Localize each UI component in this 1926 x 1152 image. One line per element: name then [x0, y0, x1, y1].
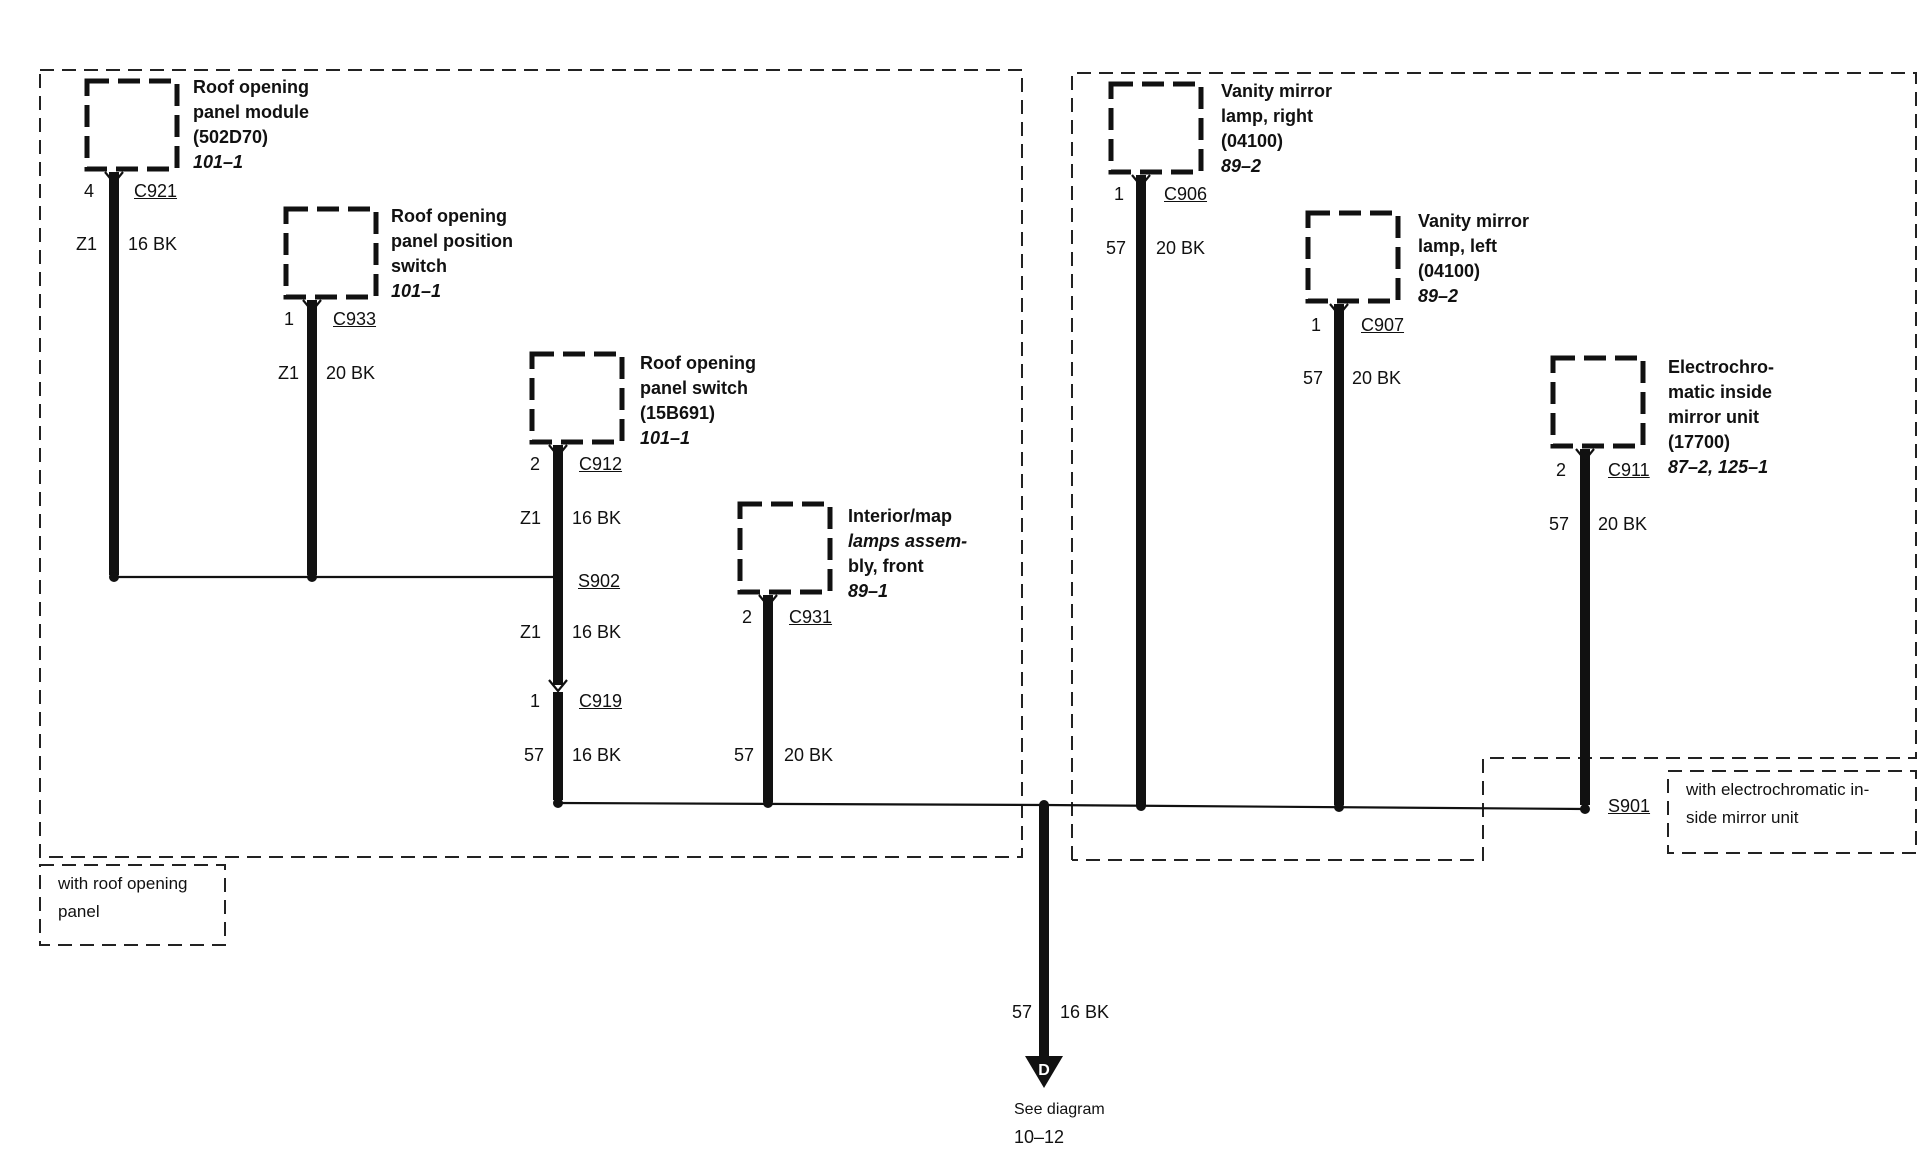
pin-c931: 2	[742, 607, 753, 627]
overhead-region	[1071, 72, 1917, 861]
junction-c919	[553, 798, 563, 808]
roof-module-label: Roof opening panel module (502D70) 101–1	[193, 77, 310, 172]
junction-c906	[1136, 801, 1146, 811]
gauge-s902-c919: 16 BK	[572, 622, 622, 642]
junction-c907	[1334, 802, 1344, 812]
see-diagram-label: See diagram	[1014, 1101, 1105, 1118]
interior-map-lamps-box	[737, 501, 833, 595]
electrochromic-mirror-box	[1550, 355, 1646, 449]
terminal-c933	[302, 299, 322, 313]
roof-position-switch-label: Roof opening panel position switch 101–1	[391, 206, 514, 301]
roof-switch-label: Roof opening panel switch (15B691) 101–1	[640, 353, 756, 448]
roof-switch-box	[529, 351, 625, 445]
circuit-c931: 57	[734, 745, 755, 765]
pin-c921: 4	[84, 181, 95, 201]
circuit-ground: 57	[1012, 1002, 1033, 1022]
junction-z1-left	[109, 572, 119, 582]
roof-opening-note-box	[39, 864, 226, 946]
circuit-c919: 57	[524, 745, 545, 765]
circuit-c907: 57	[1303, 368, 1324, 388]
ground-bus-left	[557, 801, 1045, 807]
roof-opening-region	[39, 69, 1023, 858]
pin-c933: 1	[284, 309, 295, 329]
electrochromic-note-box	[1667, 770, 1917, 854]
roof-opening-note: with roof opening panel	[58, 874, 188, 921]
pin-c907: 1	[1311, 315, 1322, 335]
pin-c906: 1	[1114, 184, 1125, 204]
splice-s902	[553, 572, 563, 582]
pin-c919: 1	[530, 691, 541, 711]
circuit-c911: 57	[1549, 514, 1570, 534]
gauge-c921: 16 BK	[128, 234, 178, 254]
roof-module-box	[84, 78, 180, 172]
junction-z1-mid	[307, 572, 317, 582]
pin-c912: 2	[530, 454, 541, 474]
vanity-right-box	[1108, 81, 1204, 175]
see-diagram-page: 10–12	[1014, 1127, 1065, 1147]
connector-c919: C919	[579, 691, 623, 711]
vanity-left-box	[1305, 210, 1401, 304]
gauge-c912: 16 BK	[572, 508, 622, 528]
gauge-c931: 20 BK	[784, 745, 834, 765]
circuit-s902-c919: Z1	[520, 622, 542, 642]
terminal-c931	[758, 594, 778, 608]
connector-c933: C933	[333, 309, 377, 329]
splice-s902-label: S902	[578, 571, 621, 591]
terminal-c911	[1575, 448, 1595, 462]
roof-position-switch-box	[283, 206, 379, 300]
pin-c911: 2	[1556, 460, 1567, 480]
splice-s901-label: S901	[1608, 796, 1651, 816]
gauge-c933: 20 BK	[326, 363, 376, 383]
terminal-c906	[1131, 174, 1151, 188]
connector-c906: C906	[1164, 184, 1208, 204]
gauge-c919: 16 BK	[572, 745, 622, 765]
gauge-c907: 20 BK	[1352, 368, 1402, 388]
vanity-left-label: Vanity mirror lamp, left (04100) 89–2	[1418, 211, 1530, 306]
connector-c907: C907	[1361, 315, 1405, 335]
electrochromic-mirror-label: Electrochro- matic inside mirror unit (1…	[1668, 357, 1775, 477]
circuit-c912: Z1	[520, 508, 542, 528]
vanity-right-label: Vanity mirror lamp, right (04100) 89–2	[1221, 81, 1333, 176]
splice-s901	[1580, 804, 1590, 814]
connector-c912: C912	[579, 454, 623, 474]
terminal-c907	[1329, 303, 1349, 317]
circuit-c921: Z1	[76, 234, 98, 254]
interior-map-lamps-label: Interior/map lamps assem- bly, front 89–…	[848, 506, 968, 601]
ground-arrow-letter: D	[1038, 1062, 1050, 1079]
gauge-c906: 20 BK	[1156, 238, 1206, 258]
junction-c931	[763, 798, 773, 808]
connector-c931: C931	[789, 607, 833, 627]
circuit-c906: 57	[1106, 238, 1127, 258]
terminal-c912	[548, 444, 568, 458]
connector-c921: C921	[134, 181, 178, 201]
circuit-c933: Z1	[278, 363, 300, 383]
ground-bus-right	[1043, 803, 1586, 811]
junction-ground	[1039, 800, 1049, 810]
gauge-ground: 16 BK	[1060, 1002, 1110, 1022]
electrochromic-note: with electrochromatic in- side mirror un…	[1686, 780, 1870, 827]
terminal-c919	[548, 679, 568, 693]
gauge-c911: 20 BK	[1598, 514, 1648, 534]
connector-c911: C911	[1608, 460, 1650, 480]
ground-arrow	[1025, 1056, 1063, 1088]
terminal-c921	[104, 171, 124, 185]
